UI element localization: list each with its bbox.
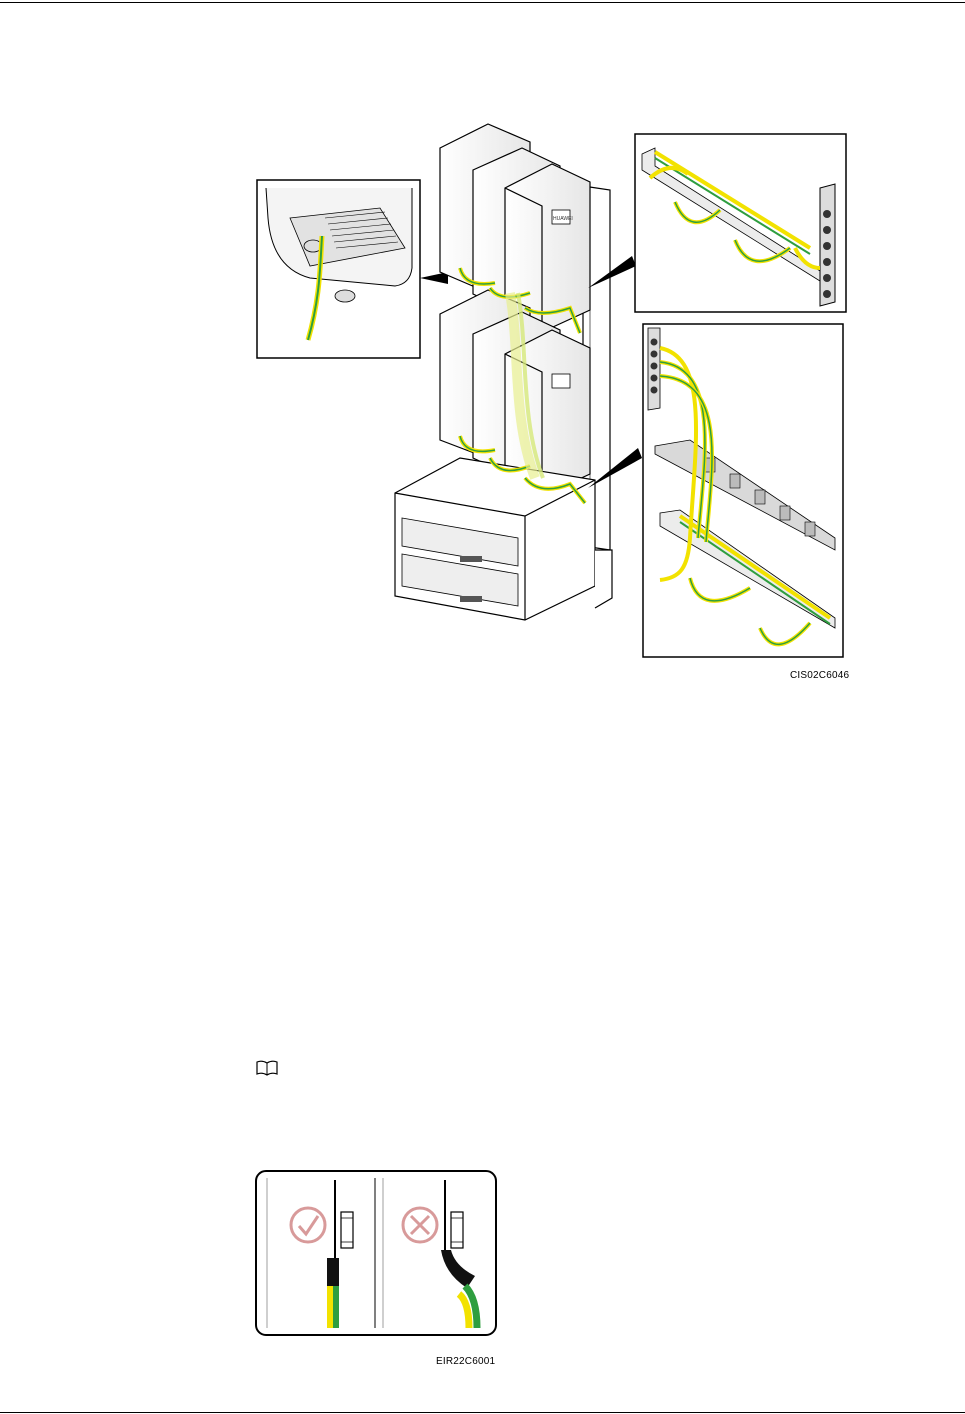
bbu-frame — [395, 458, 612, 620]
brand-label: HUAWEI — [553, 216, 573, 222]
figure-caption: EIR22C6001 — [436, 1356, 495, 1367]
figure-caption: CIS02C6046 — [790, 670, 849, 681]
cable-bend-figure — [255, 1170, 497, 1338]
book-note-icon — [256, 1060, 278, 1076]
detail-inset-ground-terminal — [257, 180, 420, 358]
ground-cable-routing-figure: HUAWEI — [250, 118, 850, 663]
detail-inset-ground-bar — [635, 134, 846, 312]
header-rule — [0, 2, 965, 3]
detail-inset-cable-tray — [643, 324, 843, 657]
footer-rule — [0, 1412, 965, 1413]
